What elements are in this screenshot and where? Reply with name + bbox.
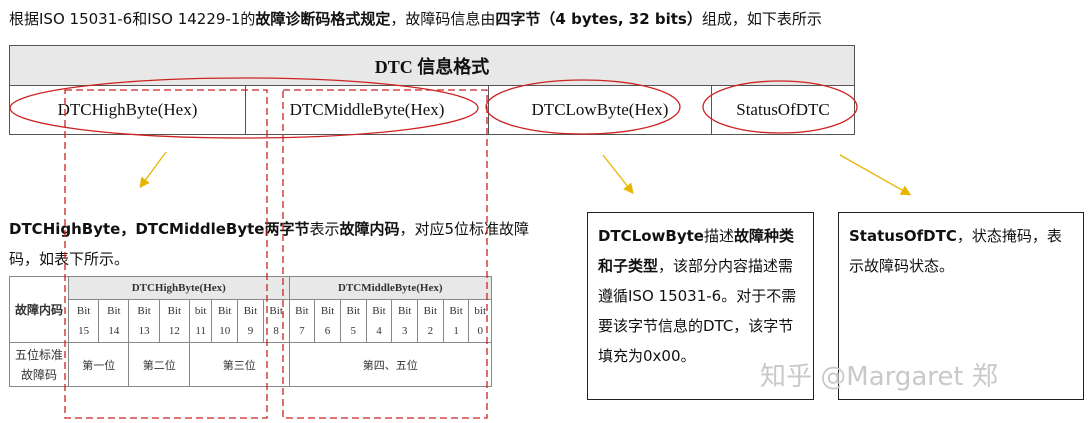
desc-bold: 两字节	[264, 220, 310, 238]
bit-cell: Bit 15	[67, 299, 100, 343]
desc-part: 表示	[309, 220, 340, 238]
bit-number: 5	[350, 325, 357, 337]
digit-cell: 第一位	[67, 342, 130, 387]
bit-cell: Bit 3	[391, 299, 419, 343]
table-title: DTC 信息格式	[9, 45, 855, 86]
box-bold: 故障种类和子类型	[598, 227, 794, 275]
intro-bold: 故障诊断码格式规定	[255, 10, 391, 28]
bit-number: 14	[108, 325, 120, 337]
arrow-status	[839, 154, 912, 196]
bit-number: 0	[477, 325, 483, 337]
bit-cell: Bit 10	[211, 299, 239, 343]
bit-label: Bit	[76, 305, 91, 317]
bit-number: 7	[299, 325, 305, 337]
arrow-high	[139, 151, 167, 189]
bit-label: Bit	[218, 305, 232, 317]
cell-middle-byte: DTCMiddleByte(Hex)	[245, 85, 489, 135]
high-middle-description: DTCHighByte，DTCMiddleByte两字节表示故障内码，对应5位标…	[9, 214, 539, 274]
bit-number: 3	[401, 325, 408, 337]
bit-label: Bit	[423, 305, 438, 317]
row-label-five-digit: 五位标准故障码	[9, 342, 69, 387]
intro-bold: 四字节（4 bytes, 32 bits）	[495, 10, 702, 28]
bit-label: bit	[194, 305, 207, 317]
bit-cell: bit 0	[468, 299, 492, 343]
dtc-format-table: DTC 信息格式 DTCHighByte(Hex) DTCMiddleByte(…	[9, 45, 855, 135]
bit-cell: Bit 4	[365, 299, 393, 343]
bit-label: Bit	[295, 305, 309, 317]
bit-cell: Bit 5	[339, 299, 367, 343]
bit-label: Bit	[372, 305, 386, 317]
cell-low-byte: DTCLowByte(Hex)	[488, 85, 712, 135]
bit-label: Bit	[243, 305, 258, 317]
bit-cell: Bit 12	[158, 299, 190, 343]
bit-cell: Bit 7	[288, 299, 316, 343]
low-byte-box: DTCLowByte描述故障种类和子类型，该部分内容描述需遵循ISO 15031…	[587, 212, 814, 400]
intro-part: ，故障码信息由	[390, 10, 496, 28]
intro-part: 根据ISO 15031-6和ISO 14229-1的	[9, 10, 256, 28]
bit-number: 12	[168, 325, 180, 337]
bit-label: Bit	[397, 305, 412, 317]
desc-bold: DTCHighByte，DTCMiddleByte	[9, 220, 265, 238]
intro-text: 根据ISO 15031-6和ISO 14229-1的故障诊断码格式规定，故障码信…	[9, 8, 822, 29]
bit-label: Bit	[346, 305, 360, 317]
intro-part: 组成，如下表所示	[701, 10, 822, 28]
box-text: ，该部分内容描述需遵循ISO 15031-6。对于不需要该字节信息的DTC，该字…	[598, 257, 797, 365]
cell-status: StatusOfDTC	[711, 85, 855, 135]
status-box: StatusOfDTC，状态掩码，表示故障码状态。	[838, 212, 1084, 400]
digit-cell: 第二位	[128, 342, 190, 387]
bit-cell: bit 11	[188, 299, 213, 343]
row-label-internal: 故障内码	[9, 276, 69, 343]
bit-label: Bit	[137, 305, 151, 317]
bit-number: 1	[453, 325, 459, 337]
bit-table: 故障内码 DTCHighByte(Hex) DTCMiddleByte(Hex)…	[9, 276, 492, 387]
bit-label: Bit	[167, 305, 182, 317]
group-middle: DTCMiddleByte(Hex)	[288, 276, 492, 300]
box-bold: DTCLowByte	[598, 227, 704, 245]
bit-number: 10	[219, 325, 231, 337]
bit-label: bit	[474, 305, 487, 317]
bit-cell: Bit 14	[98, 299, 130, 343]
bit-label: Bit	[269, 305, 283, 317]
bit-cell: Bit 13	[128, 299, 160, 343]
bit-label: Bit	[449, 305, 463, 317]
bit-number: 13	[138, 325, 150, 337]
bit-number: 2	[427, 325, 434, 337]
bit-label: Bit	[107, 305, 121, 317]
bit-number: 9	[247, 325, 254, 337]
bit-label: Bit	[320, 305, 335, 317]
digit-cell: 第四、五位	[288, 342, 492, 387]
bit-cell: Bit 8	[262, 299, 290, 343]
bit-number: 8	[273, 325, 279, 337]
arrow-low	[602, 154, 634, 195]
bit-cell: Bit 6	[314, 299, 341, 343]
cell-high-byte: DTCHighByte(Hex)	[9, 85, 246, 135]
bit-number: 6	[324, 325, 331, 337]
box-text: ，状态掩码，表示故障码状态。	[849, 227, 1062, 275]
bit-cell: Bit 2	[417, 299, 444, 343]
group-high: DTCHighByte(Hex)	[68, 276, 290, 300]
bit-cell: Bit 1	[442, 299, 470, 343]
bit-number: 11	[195, 325, 206, 337]
bit-number: 4	[376, 325, 382, 337]
bit-number: 15	[78, 325, 90, 337]
watermark: 知乎 @Margaret 郑	[760, 362, 998, 392]
box-text: 描述	[703, 227, 734, 245]
desc-bold: 故障内码	[339, 220, 400, 238]
digit-cell: 第三位	[188, 342, 290, 387]
box-bold: StatusOfDTC	[849, 227, 957, 245]
bit-cell: Bit 9	[237, 299, 264, 343]
